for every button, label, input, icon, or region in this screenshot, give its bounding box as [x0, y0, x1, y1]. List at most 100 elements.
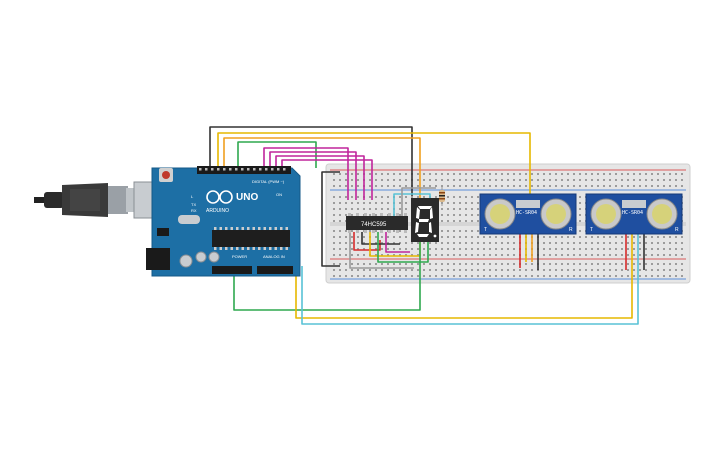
breadboard-hole — [477, 275, 479, 277]
resistor[interactable] — [439, 186, 445, 206]
breadboard-hole — [477, 220, 479, 222]
breadboard-hole — [555, 254, 557, 256]
breadboard-hole — [627, 254, 629, 256]
breadboard-hole — [345, 214, 347, 216]
breadboard-hole — [375, 242, 377, 244]
breadboard-hole — [543, 248, 545, 250]
breadboard-hole — [447, 202, 449, 204]
breadboard-hole — [387, 269, 389, 271]
breadboard-hole — [399, 242, 401, 244]
breadboard-hole — [453, 248, 455, 250]
breadboard-hole — [387, 275, 389, 277]
breadboard-hole — [333, 236, 335, 238]
power-header — [212, 266, 252, 274]
breadboard-hole — [531, 173, 533, 175]
breadboard-hole — [675, 242, 677, 244]
breadboard-hole — [333, 208, 335, 210]
breadboard-hole — [591, 275, 593, 277]
breadboard-hole — [621, 185, 623, 187]
breadboard-hole — [351, 242, 353, 244]
breadboard-hole — [363, 263, 365, 265]
breadboard-hole — [543, 179, 545, 181]
breadboard-hole — [621, 263, 623, 265]
breadboard-hole — [459, 214, 461, 216]
breadboard-hole — [531, 269, 533, 271]
breadboard-hole — [447, 254, 449, 256]
breadboard-hole — [681, 185, 683, 187]
breadboard-hole — [681, 179, 683, 181]
breadboard-hole — [333, 230, 335, 232]
chip-pin — [230, 227, 233, 230]
breadboard-hole — [549, 254, 551, 256]
breadboard-hole — [447, 179, 449, 181]
tx-label: TX — [191, 202, 196, 207]
breadboard-hole — [513, 236, 515, 238]
breadboard-hole — [567, 269, 569, 271]
breadboard-hole — [417, 173, 419, 175]
header-pin — [211, 168, 214, 171]
breadboard-hole — [345, 185, 347, 187]
breadboard-hole — [465, 220, 467, 222]
breadboard-hole — [615, 173, 617, 175]
breadboard-hole — [339, 214, 341, 216]
breadboard-hole — [351, 269, 353, 271]
breadboard-hole — [525, 263, 527, 265]
breadboard-hole — [657, 275, 659, 277]
breadboard-hole — [567, 242, 569, 244]
breadboard-hole — [357, 208, 359, 210]
breadboard-hole — [369, 185, 371, 187]
breadboard-hole — [411, 263, 413, 265]
breadboard-hole — [501, 185, 503, 187]
breadboard-hole — [393, 230, 395, 232]
breadboard-hole — [447, 208, 449, 210]
chip-pin — [258, 227, 261, 230]
chip-pin — [348, 230, 351, 233]
breadboard-hole — [549, 248, 551, 250]
seven-segment-display[interactable] — [411, 198, 439, 242]
usb-cable — [34, 181, 161, 219]
breadboard-hole — [471, 185, 473, 187]
breadboard-hole — [483, 248, 485, 250]
breadboard-hole — [369, 202, 371, 204]
breadboard-hole — [651, 269, 653, 271]
breadboard-hole — [477, 263, 479, 265]
ultrasonic-sensor-1[interactable]: HC-SR04 T R — [479, 193, 577, 235]
breadboard-hole — [351, 214, 353, 216]
shift-register-chip[interactable]: 74HC595 — [346, 213, 408, 233]
chip-pin — [263, 247, 266, 250]
breadboard-hole — [393, 173, 395, 175]
breadboard-hole — [405, 248, 407, 250]
breadboard-hole — [489, 185, 491, 187]
breadboard-hole — [597, 242, 599, 244]
breadboard-hole — [399, 202, 401, 204]
analog-label: ANALOG IN — [263, 254, 285, 259]
breadboard-hole — [513, 242, 515, 244]
breadboard-hole — [465, 208, 467, 210]
ultrasonic-sensor-2[interactable]: HC-SR04 T R — [585, 193, 683, 235]
breadboard-hole — [423, 242, 425, 244]
breadboard-hole — [357, 179, 359, 181]
breadboard-hole — [645, 248, 647, 250]
breadboard-hole — [621, 254, 623, 256]
breadboard-hole — [501, 275, 503, 277]
arduino-board[interactable]: ARDUINO UNO DIGITAL (PWM ~) L TX RX ON P… — [146, 166, 301, 277]
breadboard-hole — [333, 263, 335, 265]
breadboard-hole — [429, 179, 431, 181]
breadboard-hole — [627, 236, 629, 238]
reset-button-cap — [162, 171, 170, 179]
breadboard-hole — [507, 254, 509, 256]
breadboard-hole — [489, 254, 491, 256]
chip-pin — [274, 227, 277, 230]
breadboard-hole — [603, 269, 605, 271]
breadboard-hole — [369, 196, 371, 198]
breadboard-hole — [633, 242, 635, 244]
breadboard-hole — [645, 254, 647, 256]
breadboard-hole — [465, 196, 467, 198]
breadboard-hole — [633, 173, 635, 175]
breadboard-hole — [681, 248, 683, 250]
breadboard-hole — [567, 263, 569, 265]
breadboard-hole — [507, 263, 509, 265]
chip-pin — [280, 247, 283, 250]
breadboard-hole — [435, 254, 437, 256]
capacitor-3 — [208, 251, 220, 263]
